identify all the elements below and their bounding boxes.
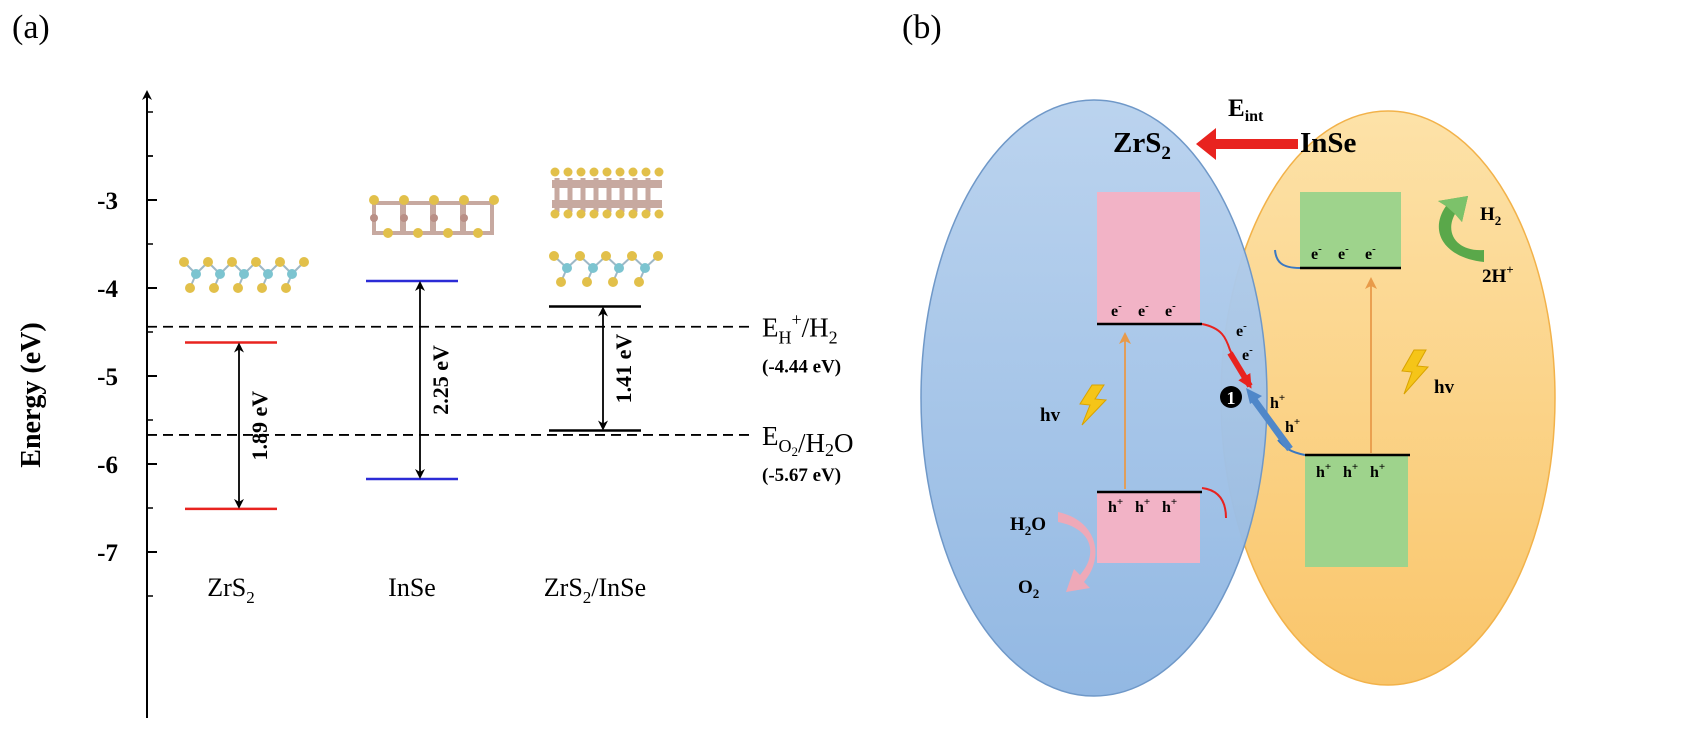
band-gap-label: 1.89 eV bbox=[247, 391, 272, 461]
electron-label: e- bbox=[1365, 243, 1376, 263]
reference-level-value: (-5.67 eV) bbox=[762, 465, 841, 486]
reduction-arrow-icon-shade bbox=[1438, 196, 1468, 222]
transfer-electron-label: e- bbox=[1242, 344, 1253, 364]
panel-a-label: (a) bbox=[12, 9, 50, 46]
hole-label: h+ bbox=[1343, 461, 1358, 481]
hole-label: h+ bbox=[1162, 496, 1177, 516]
panel-b-label: (b) bbox=[902, 9, 942, 46]
y-tick-label: -3 bbox=[97, 188, 118, 215]
inse-cb-curve bbox=[1274, 249, 1301, 269]
material-label: ZrS2/InSe bbox=[544, 573, 646, 607]
oxygen-label: O2 bbox=[1018, 577, 1039, 601]
electron-label: e- bbox=[1138, 300, 1149, 320]
reference-levels: EH+/H2 (-4.44 eV) EO2/H2O (-5.67 eV) bbox=[147, 310, 854, 486]
charge-labels: e-e-e-e-e-e-h+h+h+h+h+h+e-e-h+h+ bbox=[1108, 243, 1385, 516]
band-gap-label: 2.25 eV bbox=[428, 345, 453, 415]
proton-label: 2H+ bbox=[1482, 262, 1514, 287]
lightning-icon-right bbox=[1401, 349, 1430, 395]
zrs2-conduction-band bbox=[1097, 192, 1200, 324]
reference-level-label: EH+/H2 bbox=[762, 310, 838, 348]
field-arrow-head bbox=[1196, 128, 1216, 160]
oxidation-arrow-icon bbox=[1058, 512, 1096, 592]
hole-transfer-arrow-head bbox=[1246, 388, 1262, 404]
water-label: H2O bbox=[1010, 514, 1046, 538]
zrs2-vb-recombine-curve bbox=[1201, 487, 1227, 519]
panel-a: (a) -3 -4 -5 -6 -7 Energy (eV) EH+/H2 (-4.44 … bbox=[12, 9, 854, 718]
photon-label-left: hv bbox=[1040, 405, 1061, 426]
hole-transfer-arrow bbox=[1249, 394, 1293, 452]
material-label: ZrS2 bbox=[207, 573, 255, 607]
hole-label: h+ bbox=[1135, 496, 1150, 516]
zrs2-structure-icon bbox=[179, 257, 309, 293]
hole-label: h+ bbox=[1316, 461, 1331, 481]
inse-conduction-band bbox=[1300, 192, 1401, 268]
lightning-icon-left bbox=[1079, 384, 1108, 426]
transfer-hole-label: h+ bbox=[1285, 416, 1300, 436]
hole-label: h+ bbox=[1370, 461, 1385, 481]
reduction-arrow-icon bbox=[1438, 196, 1484, 262]
transfer-hole-label: h+ bbox=[1270, 392, 1285, 412]
transfer-electron-label: e- bbox=[1236, 320, 1247, 340]
hole-label: h+ bbox=[1108, 496, 1123, 516]
y-ticks: -3 -4 -5 -6 -7 bbox=[97, 111, 157, 597]
hydrogen-label: H2 bbox=[1480, 204, 1501, 228]
heterostructure-icon bbox=[549, 167, 664, 287]
y-tick-label: -5 bbox=[97, 364, 118, 391]
inse-valence-band bbox=[1305, 455, 1408, 567]
zrs2-title: ZrS2 bbox=[1113, 127, 1171, 164]
zrs2-valence-band bbox=[1097, 492, 1200, 563]
electron-label: e- bbox=[1111, 300, 1122, 320]
y-tick-label: -4 bbox=[97, 276, 118, 303]
material-levels: 1.89 eV ZrS2 2.25 eV InSe 1.41 eV ZrS2/InSe bbox=[185, 279, 646, 607]
electron-transfer-arrow bbox=[1227, 351, 1253, 389]
inse-title: InSe bbox=[1300, 127, 1357, 159]
y-tick-label: -6 bbox=[97, 452, 118, 479]
band-gap-label: 1.41 eV bbox=[611, 334, 636, 404]
reference-level-value: (-4.44 eV) bbox=[762, 357, 841, 378]
inse-structure-icon bbox=[369, 195, 499, 238]
y-tick-label: -7 bbox=[97, 540, 118, 567]
electron-label: e- bbox=[1165, 300, 1176, 320]
step-marker-number: 1 bbox=[1227, 388, 1236, 408]
reference-level-label: EO2/H2O bbox=[762, 421, 854, 460]
panel-b: (b) ZrS2 InSe Eint e-e-e-e-e-e-h+h+h+h+h… bbox=[902, 9, 1556, 697]
field-label: Eint bbox=[1228, 95, 1264, 125]
step-marker bbox=[1220, 386, 1242, 408]
electron-transfer-curve bbox=[1201, 323, 1248, 385]
electron-label: e- bbox=[1311, 243, 1322, 263]
y-axis-label: Energy (eV) bbox=[16, 322, 47, 467]
electron-label: e- bbox=[1338, 243, 1349, 263]
photon-label-right: hv bbox=[1434, 377, 1455, 398]
material-label: InSe bbox=[388, 573, 436, 602]
